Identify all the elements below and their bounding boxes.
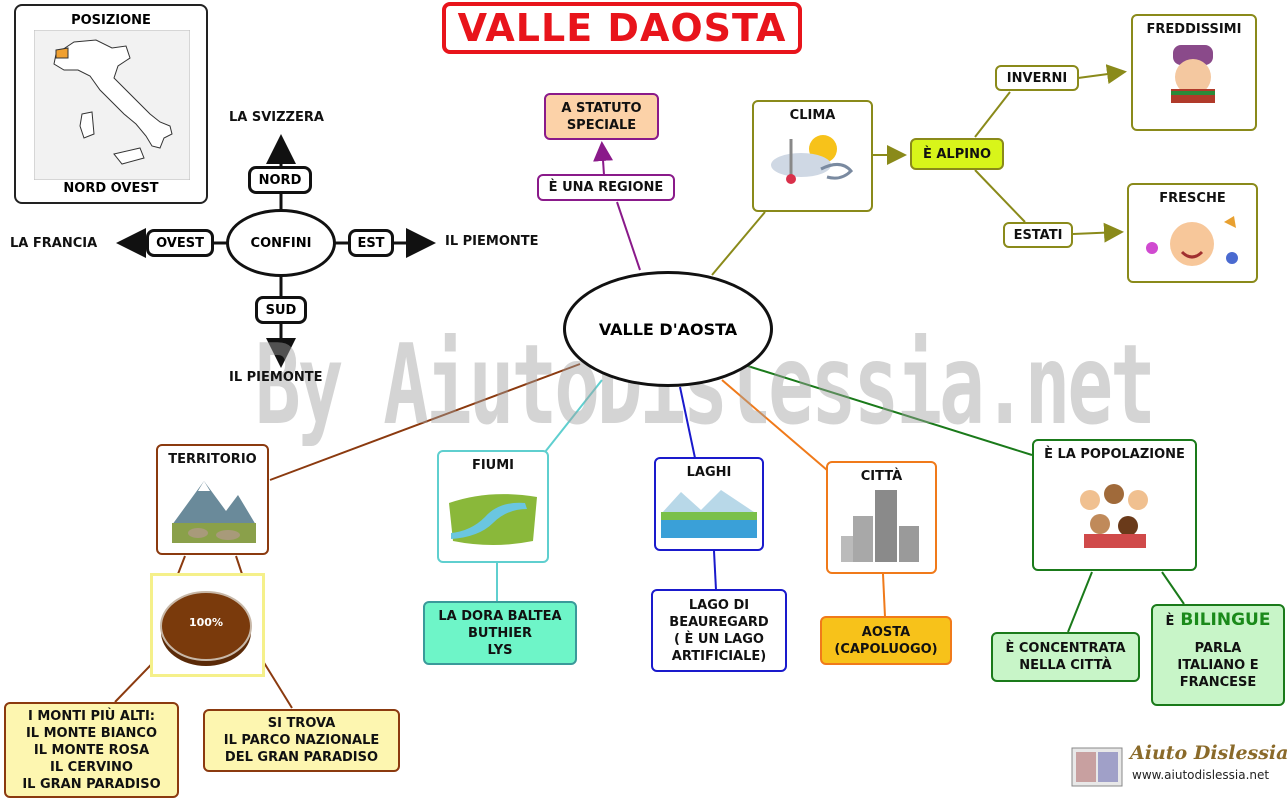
popolazione-box: È LA POPOLAZIONE [1032,439,1197,571]
sud-pill: SUD [255,296,307,324]
posizione-box: POSIZIONE NORD OVEST [14,4,208,204]
laghi-box: LAGHI [654,457,764,551]
weather-icon [770,135,853,184]
monti-box: I MONTI PIÙ ALTI: IL MONTE BIANCO IL MON… [4,702,179,798]
est-pill: EST [348,229,394,257]
territorio-box: TERRITORIO [156,444,269,555]
laghi-title: LAGHI [686,465,732,480]
fiumi-list: LA DORA BALTEA BUTHIER LYS [423,601,577,665]
book-icon [1071,747,1123,787]
bilingue-box: È BILINGUE PARLA ITALIANO E FRANCESE [1151,604,1285,706]
posizione-title: POSIZIONE [71,13,151,28]
pie-chart-box: 100% [150,573,265,677]
people-icon [1079,484,1148,548]
nord-destination: LA SVIZZERA [229,110,324,125]
freddissimi-box: FREDDISSIMI [1131,14,1257,131]
italy-map [34,30,190,180]
concentrata-box: È CONCENTRATA NELLA CITTÀ [991,632,1140,682]
city-icon [840,490,919,562]
clima-title: CLIMA [789,108,836,123]
fresche-box: FRESCHE [1127,183,1258,283]
pie-chart [160,591,252,666]
pie-label: 100% [189,616,223,629]
freddissimi-title: FREDDISSIMI [1146,22,1242,37]
mountain-icon [171,481,256,543]
bilingue-prefix: È [1165,614,1175,629]
happy-face-icon [1145,216,1238,266]
clima-box: CLIMA [752,100,873,212]
confini-label: CONFINI [250,235,312,251]
parco-box: SI TROVA IL PARCO NAZIONALE DEL GRAN PAR… [203,709,400,772]
citta-title: CITTÀ [860,469,903,484]
bilingue-word: BILINGUE [1180,610,1271,630]
posizione-caption: NORD OVEST [63,181,159,196]
sud-destination: IL PIEMONTE [229,370,323,385]
territorio-title: TERRITORIO [168,452,257,467]
estati-box: ESTATI [1003,222,1073,248]
center-label: VALLE D'AOSTA [598,319,738,339]
fiumi-title: FIUMI [471,458,515,473]
aiuto-dislessia-logo: Aiuto Dislessia www.aiutodislessia.net [1070,740,1287,792]
logo-name: Aiuto Dislessia [1130,742,1287,764]
cold-face-icon [1171,45,1215,103]
ovest-destination: LA FRANCIA [10,236,98,251]
fiumi-box: FIUMI [437,450,549,563]
river-icon [449,494,537,545]
lake-icon [661,490,757,538]
citta-box: CITTÀ [826,461,937,574]
nord-pill: NORD [248,166,312,194]
confini-ellipse: CONFINI [226,209,336,277]
page-title: VALLE DAOSTA [457,6,787,50]
inverni-box: INVERNI [995,65,1079,91]
logo-url: www.aiutodislessia.net [1132,768,1270,782]
ovest-pill: OVEST [146,229,214,257]
fresche-title: FRESCHE [1159,191,1226,206]
popolazione-title: È LA POPOLAZIONE [1044,447,1185,462]
alpino-box: È ALPINO [910,138,1004,170]
regione-label: È UNA REGIONE [537,174,675,201]
title-box: VALLE DAOSTA [442,2,802,54]
laghi-list: LAGO DI BEAUREGARD ( È UN LAGO ARTIFICIA… [651,589,787,672]
center-node: VALLE D'AOSTA [563,271,773,387]
est-destination: IL PIEMONTE [445,234,539,249]
citta-list: AOSTA (CAPOLUOGO) [820,616,952,665]
